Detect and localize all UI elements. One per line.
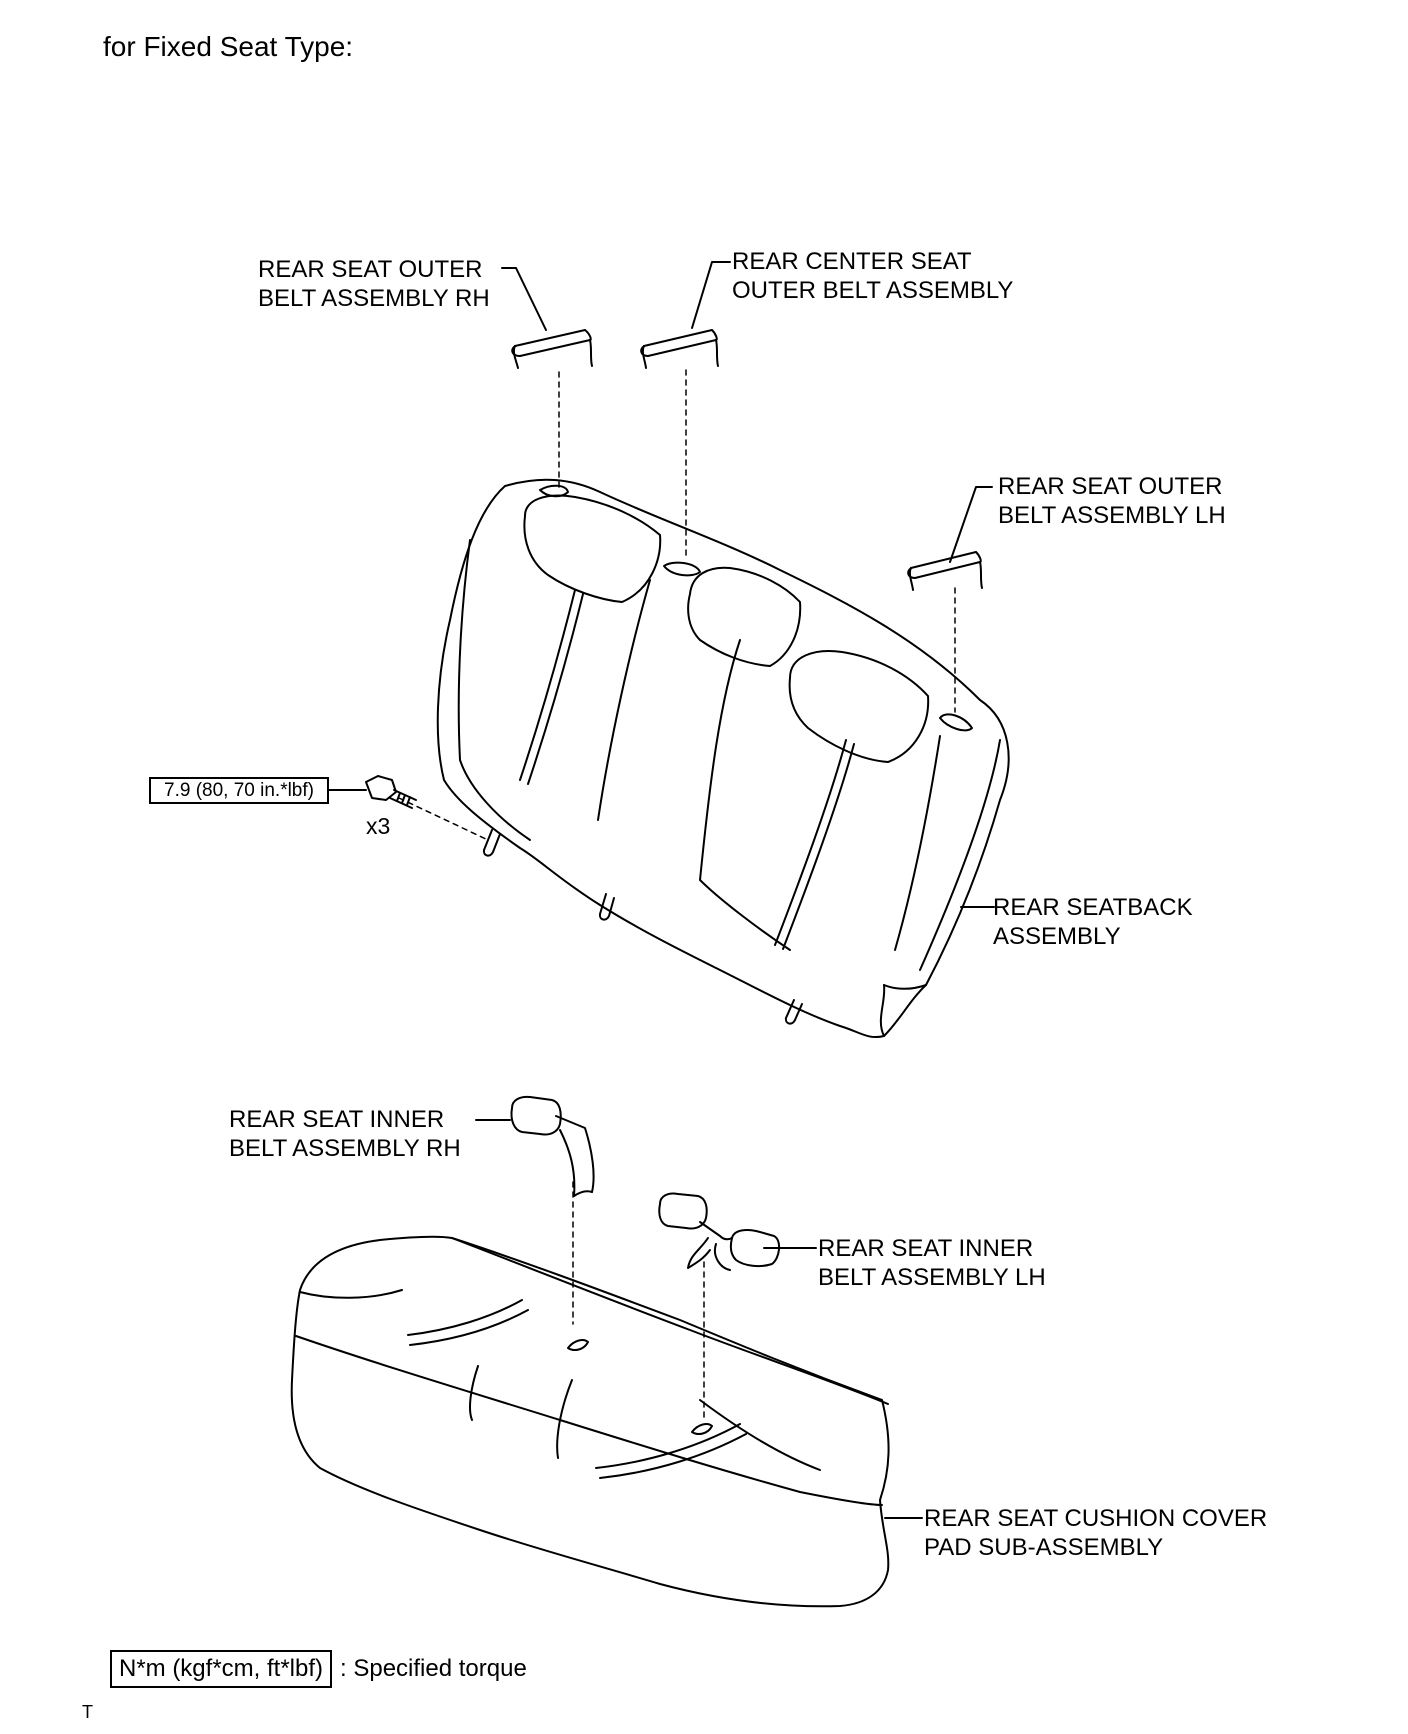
label-rear-seat-inner-belt-rh: REAR SEAT INNER BELT ASSEMBLY RH [229,1106,461,1162]
label-rear-seatback-assembly: REAR SEATBACK ASSEMBLY [993,894,1193,950]
headrest-center [687,566,802,667]
torque-spec-box: 7.9 (80, 70 in.*lbf) [149,777,329,804]
inner-belt-lh-part [658,1192,780,1271]
rear-seatback-assembly [436,478,1010,1038]
bolt-quantity: x3 [366,813,391,839]
legend-text: : Specified torque [340,1655,527,1682]
torque-bolt [365,775,417,809]
label-rear-seat-cushion-cover-pad: REAR SEAT CUSHION COVER PAD SUB-ASSEMBLY [924,1505,1268,1561]
legend-torque-box: N*m (kgf*cm, ft*lbf) [110,1650,332,1688]
label-rear-seat-outer-belt-lh: REAR SEAT OUTER BELT ASSEMBLY LH [998,473,1226,529]
center-belt-part [640,329,719,369]
install-dashed-lines [398,369,956,1419]
outer-belt-rh-part [511,329,593,369]
headrest-rh [523,494,662,603]
label-rear-seat-inner-belt-lh: REAR SEAT INNER BELT ASSEMBLY LH [818,1235,1046,1291]
label-rear-center-seat-outer-belt: REAR CENTER SEAT OUTER BELT ASSEMBLY [732,248,1014,304]
page-title: for Fixed Seat Type: [103,31,354,62]
label-leaders [328,261,995,1519]
label-rear-seat-outer-belt-rh: REAR SEAT OUTER BELT ASSEMBLY RH [258,256,490,312]
headrest-lh [788,650,930,763]
rear-seat-cushion [290,1235,890,1608]
inner-belt-rh-part [510,1095,595,1197]
outer-belt-lh-part [907,551,983,591]
footer-mark: T [82,1702,93,1722]
